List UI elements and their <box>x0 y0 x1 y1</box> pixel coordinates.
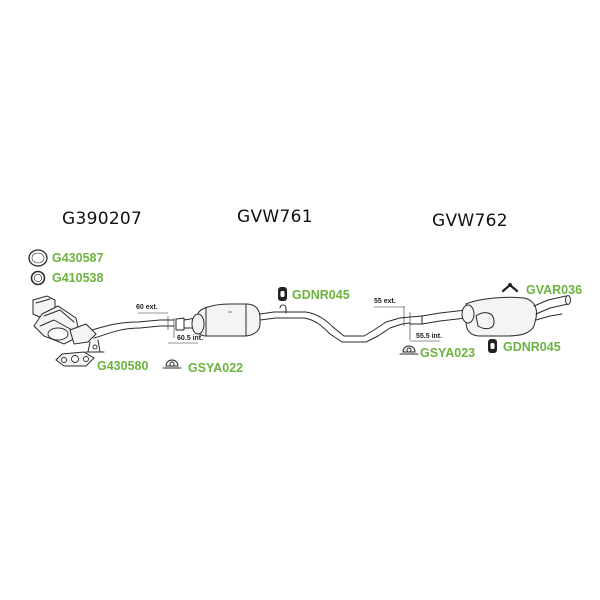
seal-ring-part-number: G410538 <box>52 271 103 285</box>
rear-mount-part-number: GSYA023 <box>420 346 475 360</box>
rubber-mount-icon <box>488 339 497 353</box>
rear-hanger-part-number: GVAR036 <box>526 283 582 297</box>
middle-section-part-number: GVW761 <box>237 207 313 227</box>
front-int-dimension: 60.5 int. <box>177 335 203 342</box>
front-connection <box>138 312 198 344</box>
hanger-icon <box>501 283 519 293</box>
middle-pipe <box>259 304 411 343</box>
seal-ring-icon <box>30 270 46 286</box>
middle-muffler <box>183 303 261 337</box>
front-ext-dimension: 60 ext. <box>136 304 158 311</box>
mount-bracket-icon <box>399 345 419 355</box>
rear-rubber-part-number: GDNR045 <box>503 340 561 354</box>
rear-ext-dimension: 55 ext. <box>374 298 396 305</box>
rubber-mount-icon <box>278 287 287 301</box>
catalyst-part-number: G390207 <box>62 209 142 229</box>
clamp-ring-part-number: G430587 <box>52 251 103 265</box>
mount-bracket-icon <box>162 359 182 369</box>
rear-muffler <box>421 295 571 337</box>
middle-rubber-part-number: GDNR045 <box>292 288 350 302</box>
rear-section-part-number: GVW762 <box>432 211 508 231</box>
rear-connection <box>374 306 440 342</box>
flange-gasket-icon <box>55 351 95 367</box>
rear-int-dimension: 55.5 int. <box>416 333 442 340</box>
front-mount-part-number: GSYA022 <box>188 361 243 375</box>
gasket-part-number: G430580 <box>97 359 148 373</box>
ring-clamp-icon <box>28 249 48 267</box>
catalyst-unit <box>32 295 161 353</box>
